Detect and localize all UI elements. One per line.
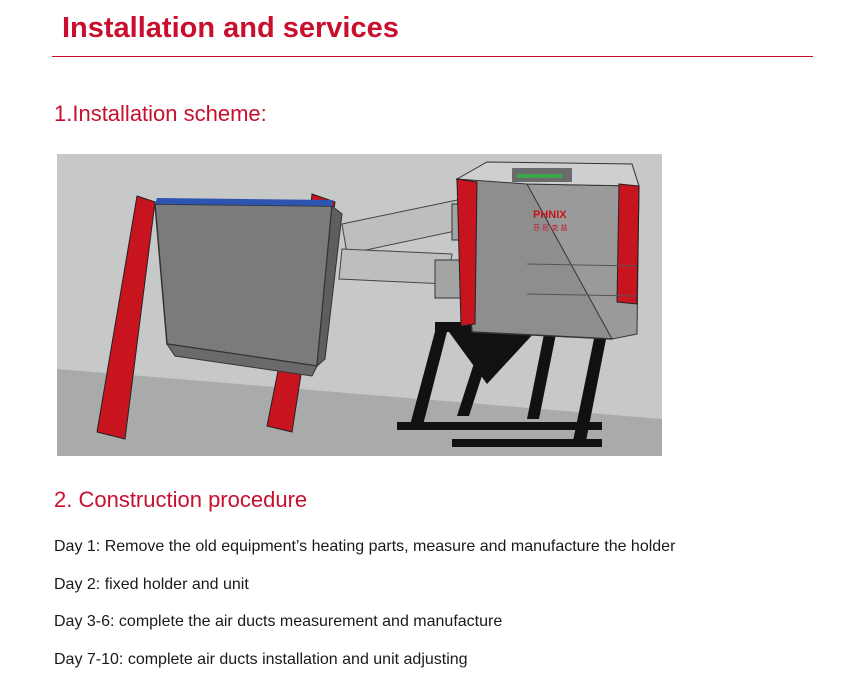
unit-red-side-right [616, 183, 640, 305]
unit-top-green-strip [517, 174, 562, 178]
list-item: Day 3-6: complete the air ducts measurem… [54, 613, 503, 630]
left-frame-post-back [96, 195, 156, 440]
installation-scheme-illustration: PHNIX 芬 尼 克 兹 [57, 154, 662, 456]
section-heading-construction-procedure: 2. Construction procedure [54, 487, 308, 512]
old-equipment-bottom [165, 343, 318, 377]
construction-steps-list: Day 1: Remove the old equipment’s heatin… [54, 537, 675, 687]
old-equipment-top-edge [155, 198, 333, 206]
list-item: Day 7-10: complete air ducts installatio… [54, 650, 468, 668]
unit-red-side-left [456, 178, 478, 327]
floor [57, 369, 662, 456]
title-divider [52, 56, 813, 57]
old-equipment-side [316, 205, 343, 368]
unit-brand-sublabel: 芬 尼 克 兹 [533, 223, 568, 232]
old-equipment-body [154, 203, 333, 367]
list-item: Day 2: fixed holder and unit [54, 575, 249, 593]
section-heading-installation-scheme: 1.Installation scheme: [54, 101, 267, 126]
page-title: Installation and services [62, 12, 399, 44]
unit-brand-label: PHNIX [533, 209, 567, 221]
list-item: Day 1: Remove the old equipment’s heatin… [54, 538, 676, 555]
